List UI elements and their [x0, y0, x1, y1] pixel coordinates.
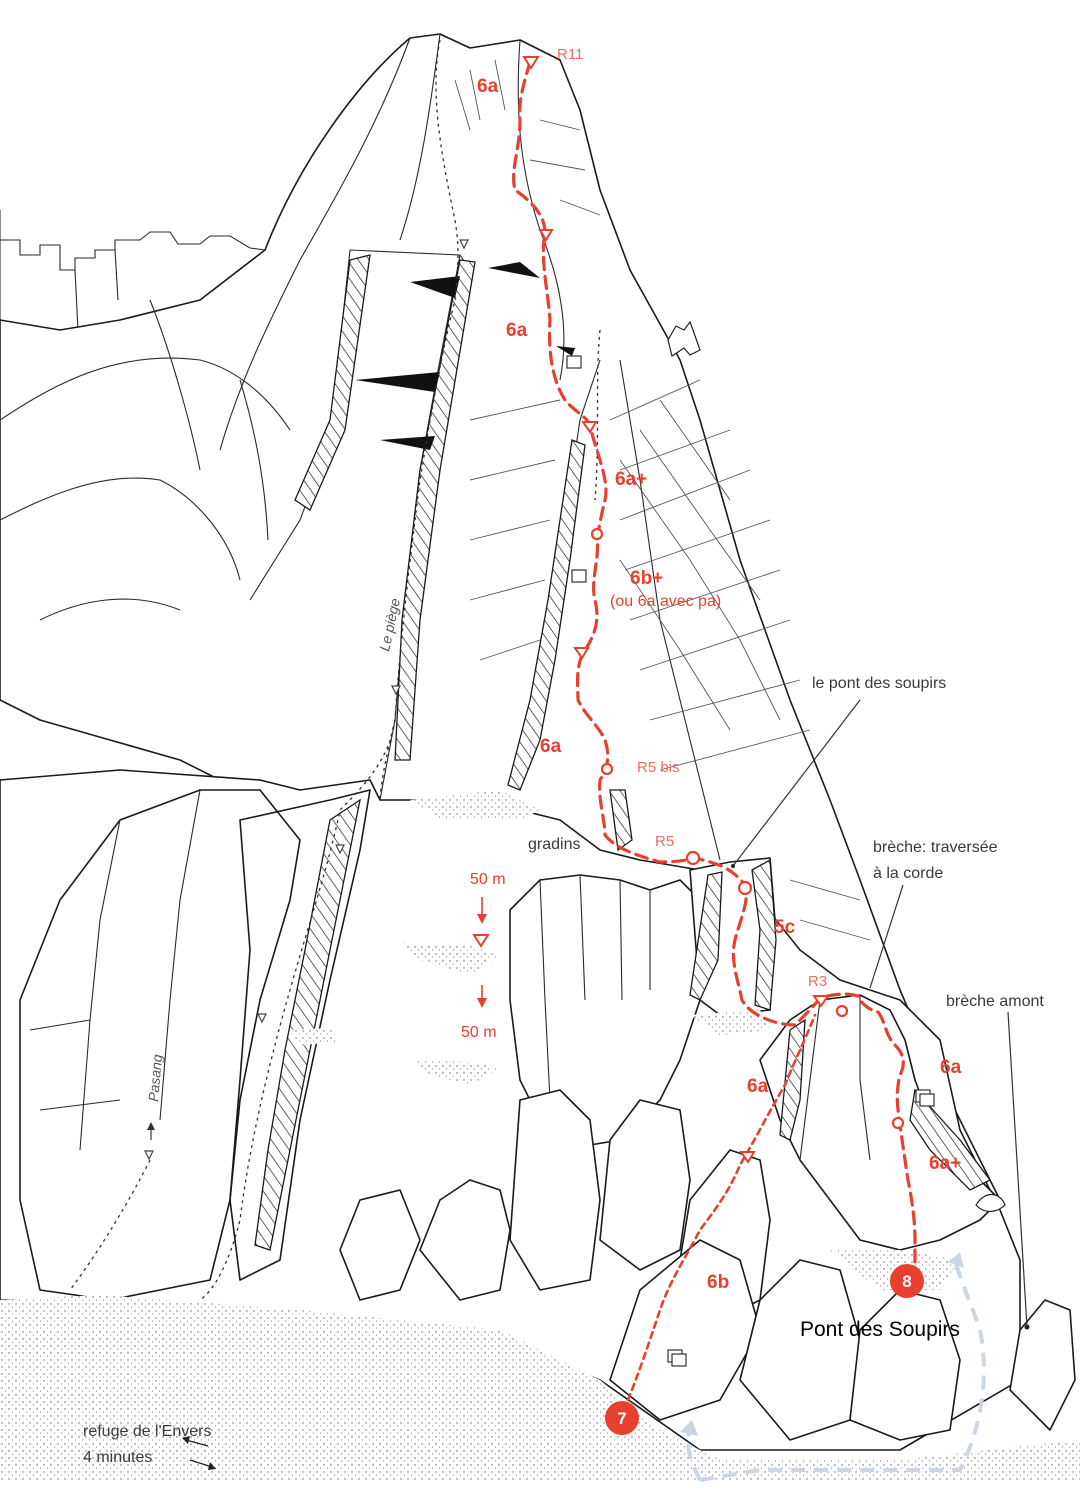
label-pasang: Pasang — [145, 1053, 165, 1102]
label-refuge-1: refuge de l'Envers — [83, 1423, 211, 1440]
belay-label-r11: R11 — [557, 46, 583, 63]
label-breche-traversee-2: à la corde — [873, 865, 943, 882]
grade-route8-a: 6a — [940, 1057, 962, 1078]
grade-top: 6a — [477, 76, 499, 97]
background-ridge — [0, 210, 266, 331]
belay-rings — [590, 527, 905, 1130]
belay-label-r3: R3 — [808, 973, 827, 990]
label-rappel-bottom: 50 m — [461, 1024, 497, 1041]
rappel-arrows — [477, 897, 487, 1008]
main-route — [512, 60, 917, 1272]
grade-6bplus: 6b+ — [630, 568, 663, 589]
approach-paths — [680, 1252, 986, 1482]
svg-text:8: 8 — [902, 1272, 911, 1291]
fixed-gear-box-icon — [566, 355, 935, 1367]
route-7-line — [626, 1013, 817, 1402]
leader-lines — [731, 699, 1030, 1330]
label-breche-traversee-1: brèche: traversée — [873, 839, 998, 856]
dihedral-center — [394, 259, 476, 761]
arrow-icon — [147, 1122, 155, 1130]
grade-route7-b: 6b — [707, 1272, 729, 1293]
label-breche-amont: brèche amont — [946, 993, 1044, 1010]
route-7-marker: 7 — [605, 1401, 639, 1435]
dihedral-left — [294, 254, 371, 511]
scree-areas — [0, 790, 1080, 1480]
label-pont-des-soupirs: Pont des Soupirs — [800, 1318, 960, 1341]
label-refuge-2: 4 minutes — [83, 1449, 152, 1466]
route-8-marker: 8 — [890, 1264, 924, 1298]
grade-6aplus: 6a+ — [615, 469, 647, 490]
grade-5c: 5c — [774, 917, 796, 938]
belay-label-r5: R5 — [655, 833, 674, 850]
grade-upper: 6a — [506, 320, 528, 341]
lower-massif — [0, 769, 1076, 1451]
arrow-icon — [182, 1436, 216, 1470]
belay-label-r5bis: R5 bis — [637, 759, 680, 776]
label-pont-des-soupirs-lower: le pont des soupirs — [812, 675, 946, 692]
dihedral-r5 — [609, 789, 633, 852]
grade-6bplus-alt: (ou 6a avec pa) — [610, 593, 721, 610]
label-rappel-top: 50 m — [470, 871, 506, 888]
chamois-icon — [667, 320, 1006, 1212]
svg-text:7: 7 — [617, 1409, 626, 1428]
grade-lower: 6a — [540, 736, 562, 757]
grade-route8-b: 6a+ — [929, 1153, 961, 1174]
secondary-routes — [69, 39, 601, 1301]
label-gradins: gradins — [528, 836, 580, 853]
grade-route7-a: 6a — [747, 1076, 769, 1097]
belay-triangles — [472, 56, 830, 1164]
dihedral-route — [507, 439, 586, 791]
